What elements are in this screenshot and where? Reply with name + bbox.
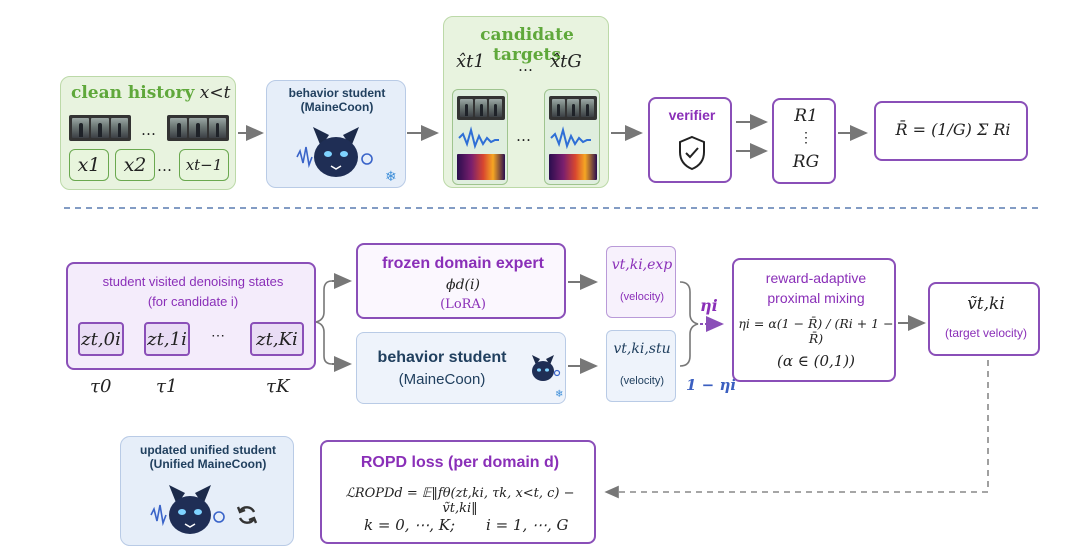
eta-label: ηi <box>700 296 718 315</box>
shield-check-icon <box>679 135 705 171</box>
waveform-icon <box>458 126 499 150</box>
rbar-box: R̄ = (1/G) Σ Ri <box>874 101 1028 161</box>
ropd-formula: ℒROPDd = 𝔼‖fθ(zt,ki, τk, x<t, c) − ṽt,ki… <box>345 486 575 516</box>
clean-history-panel: clean history x<t … x1 x2 … xt−1 <box>60 76 236 190</box>
updated-student-heading: updated unified student (Unified MaineCo… <box>121 443 295 471</box>
frozen-expert-title: frozen domain expert <box>382 255 544 272</box>
z-state-k: zt,Ki <box>250 322 304 356</box>
refresh-icon <box>236 506 258 524</box>
frozen-expert-phi: ϕd(i) <box>446 277 480 293</box>
visited-title-line1: student visited denoising states <box>102 274 284 289</box>
velocity-student-symbol: vt,ki,stu <box>613 341 671 357</box>
frozen-expert-lora: (LoRA) <box>440 297 486 312</box>
lynx-mascot-icon <box>150 485 225 534</box>
tau-1: τ1 <box>156 376 178 397</box>
velocity-expert-symbol: vt,ki,exp <box>611 257 673 273</box>
velocity-expert-label: (velocity) <box>619 291 664 303</box>
z-state-0: zt,0i <box>78 322 124 356</box>
z-dots: ⋯ <box>211 328 225 344</box>
spectrogram-icon <box>549 154 597 180</box>
video-frames-icon <box>549 96 597 120</box>
visited-states-heading: student visited denoising states (for ca… <box>68 272 318 312</box>
rewards-box: R1 ⋮ RG <box>772 98 836 184</box>
candidate-column-first <box>452 89 508 185</box>
clean-history-math: x<t <box>199 83 231 103</box>
tau-0: τ0 <box>90 376 112 397</box>
candidate-column-last <box>544 89 600 185</box>
behavior-student-box-sub: (MaineCoon) <box>398 371 486 388</box>
snowflake-icon: ❄ <box>385 169 397 185</box>
one-minus-eta-label: 1 − ηi <box>686 376 737 394</box>
mixing-brace <box>679 281 699 367</box>
visited-states-panel: student visited denoising states (for ca… <box>66 262 316 370</box>
video-frames-icon <box>69 115 131 141</box>
video-frames-icon <box>167 115 229 141</box>
velocity-student-label: (velocity) <box>619 375 664 387</box>
target-velocity-box: ṽt,ki (target velocity) <box>928 282 1040 356</box>
history-dots: … <box>141 121 156 139</box>
behavior-student-heading: behavior student (MaineCoon) <box>267 86 407 114</box>
video-frames-icon <box>457 96 505 120</box>
candidate-last-label: x̂tG <box>550 51 582 72</box>
ropd-title: ROPD loss (per domain d) <box>360 454 560 471</box>
reward-dots: ⋮ <box>799 130 813 146</box>
history-token-last: xt−1 <box>179 149 229 181</box>
candidate-targets-panel: candidate targets x̂t1 … x̂tG … <box>443 16 609 188</box>
candidate-column-dots: … <box>516 127 531 145</box>
history-token-2: x2 <box>115 149 155 181</box>
behavior-student-box-title: behavior student <box>377 349 507 366</box>
verifier-box: verifier <box>648 97 732 183</box>
candidate-targets-title: candidate targets <box>480 25 574 65</box>
tau-k: τK <box>266 376 290 397</box>
mixing-heading: reward-adaptive proximal mixing <box>734 268 898 308</box>
behavior-student-title: behavior student <box>288 86 386 100</box>
lynx-mascot-icon <box>296 127 373 177</box>
z-state-1: zt,1i <box>144 322 190 356</box>
rbar-formula: R̄ = (1/G) Σ Ri <box>895 120 1011 139</box>
updated-student-panel: updated unified student (Unified MaineCo… <box>120 436 294 546</box>
behavior-student-panel: behavior student (MaineCoon) ❄ <box>266 80 406 188</box>
frozen-expert-box: frozen domain expert ϕd(i) (LoRA) <box>356 243 566 319</box>
mixing-box: reward-adaptive proximal mixing ηi = α(1… <box>732 258 896 382</box>
behavior-student-sub: (MaineCoon) <box>300 100 374 114</box>
mixing-alpha: (α ∈ (0,1)) <box>776 352 856 370</box>
ropd-range-k: k = 0, ⋯, K; <box>364 516 456 534</box>
snowflake-icon: ❄ <box>555 389 564 400</box>
split-brace <box>315 280 333 365</box>
reward-last: RG <box>792 152 820 172</box>
visited-title-line2: (for candidate i) <box>147 294 239 309</box>
ropd-loss-box: ROPD loss (per domain d) ℒROPDd = 𝔼‖fθ(z… <box>320 440 596 544</box>
velocity-student-box: vt,ki,stu (velocity) <box>606 330 676 402</box>
waveform-icon <box>550 126 591 150</box>
mixing-title-line1: reward-adaptive <box>765 270 867 286</box>
velocity-expert-box: vt,ki,exp (velocity) <box>606 246 676 318</box>
ropd-range-i: i = 1, ⋯, G <box>486 516 569 534</box>
clean-history-heading: clean history x<t <box>71 83 231 103</box>
updated-title-line1: updated unified student <box>140 443 276 457</box>
mixing-formula: ηi = α(1 − R̄) / (Ri + 1 − R̄) <box>738 316 894 346</box>
mixing-title-line2: proximal mixing <box>767 290 865 306</box>
target-velocity-symbol: ṽt,ki <box>967 294 1005 314</box>
reward-first: R1 <box>794 106 818 126</box>
behavior-student-box: behavior student (MaineCoon) ❄ <box>356 332 566 404</box>
verifier-label: verifier <box>668 107 716 123</box>
token-dots: … <box>157 157 172 175</box>
history-token-1: x1 <box>69 149 109 181</box>
updated-title-line2: (Unified MaineCoon) <box>149 457 267 471</box>
spectrogram-icon <box>457 154 505 180</box>
candidate-first-label: x̂t1 <box>456 51 485 72</box>
lynx-mascot-icon <box>532 355 561 381</box>
feedback-path <box>604 360 989 499</box>
target-velocity-label: (target velocity) <box>944 326 1028 340</box>
candidate-dots: … <box>518 57 533 75</box>
clean-history-title: clean history <box>71 83 195 103</box>
